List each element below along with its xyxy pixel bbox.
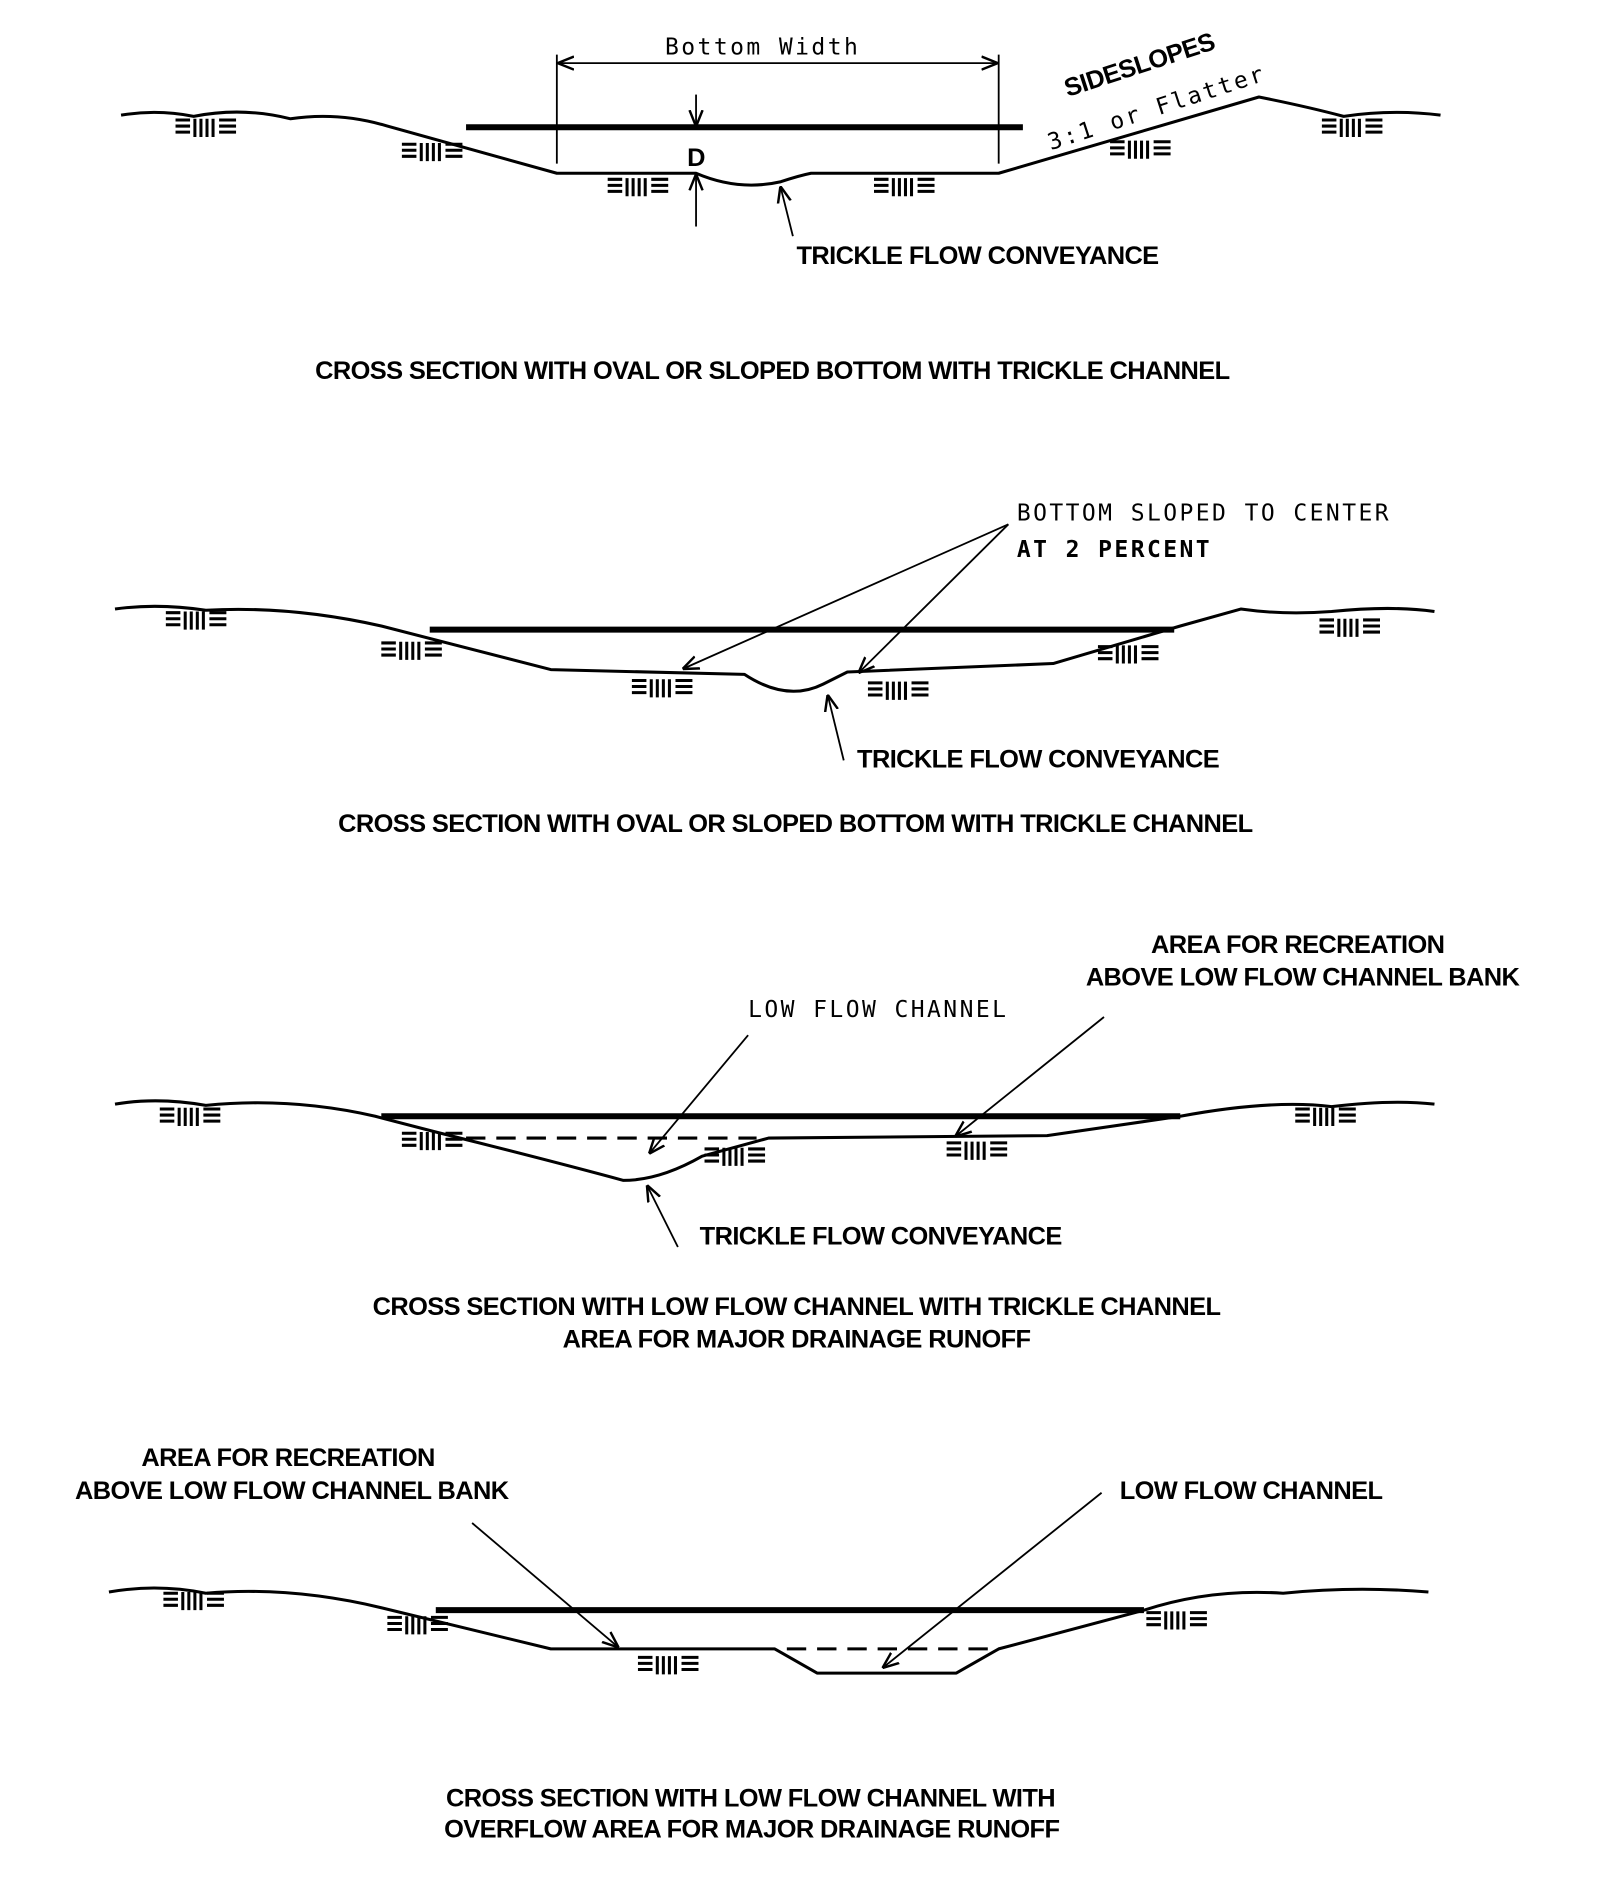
recreation-label-line2: ABOVE LOW FLOW CHANNEL BANK — [1086, 964, 1521, 992]
panel-2-sloped-bottom-section: BOTTOM SLOPED TO CENTER AT 2 PERCENT TRI… — [114, 501, 1435, 838]
low-flow-channel-label: LOW FLOW CHANNEL — [748, 997, 1008, 1023]
bottom-slope-note-line1: BOTTOM SLOPED TO CENTER — [1017, 501, 1391, 527]
low-flow-channel-label: LOW FLOW CHANNEL — [1120, 1477, 1383, 1505]
depth-label: D — [687, 144, 705, 172]
caption-line1: CROSS SECTION WITH LOW FLOW CHANNEL WITH… — [373, 1293, 1221, 1321]
recreation-label-line2: ABOVE LOW FLOW CHANNEL BANK — [75, 1477, 510, 1505]
ground-profile — [120, 95, 1441, 187]
bottom-slope-note-line2: AT 2 PERCENT — [1017, 537, 1212, 563]
recreation-label-line1: AREA FOR RECREATION — [1151, 931, 1444, 959]
trickle-flow-label: TRICKLE FLOW CONVEYANCE — [857, 746, 1219, 774]
ground-profile — [114, 1099, 1435, 1182]
caption-line2: AREA FOR MAJOR DRAINAGE RUNOFF — [563, 1325, 1031, 1353]
bottom-width-label: Bottom Width — [665, 35, 860, 61]
caption: CROSS SECTION WITH OVAL OR SLOPED BOTTOM… — [338, 810, 1252, 838]
ground-profile — [114, 604, 1435, 693]
panel-1-trapezoidal-section: Bottom Width D SIDESLOPES 3:1 or Flatter… — [120, 28, 1441, 385]
caption-line1: CROSS SECTION WITH LOW FLOW CHANNEL WITH — [446, 1784, 1055, 1812]
ground-profile — [108, 1586, 1429, 1675]
recreation-label-line1: AREA FOR RECREATION — [141, 1444, 434, 1472]
panel-3-low-flow-trickle-section: LOW FLOW CHANNEL AREA FOR RECREATION ABO… — [114, 931, 1521, 1353]
panel-4-low-flow-overflow-section: AREA FOR RECREATION ABOVE LOW FLOW CHANN… — [75, 1444, 1429, 1844]
trickle-flow-label: TRICKLE FLOW CONVEYANCE — [797, 242, 1159, 270]
trickle-flow-label: TRICKLE FLOW CONVEYANCE — [700, 1223, 1062, 1251]
caption: CROSS SECTION WITH OVAL OR SLOPED BOTTOM… — [315, 357, 1229, 385]
caption-line2: OVERFLOW AREA FOR MAJOR DRAINAGE RUNOFF — [444, 1816, 1059, 1844]
